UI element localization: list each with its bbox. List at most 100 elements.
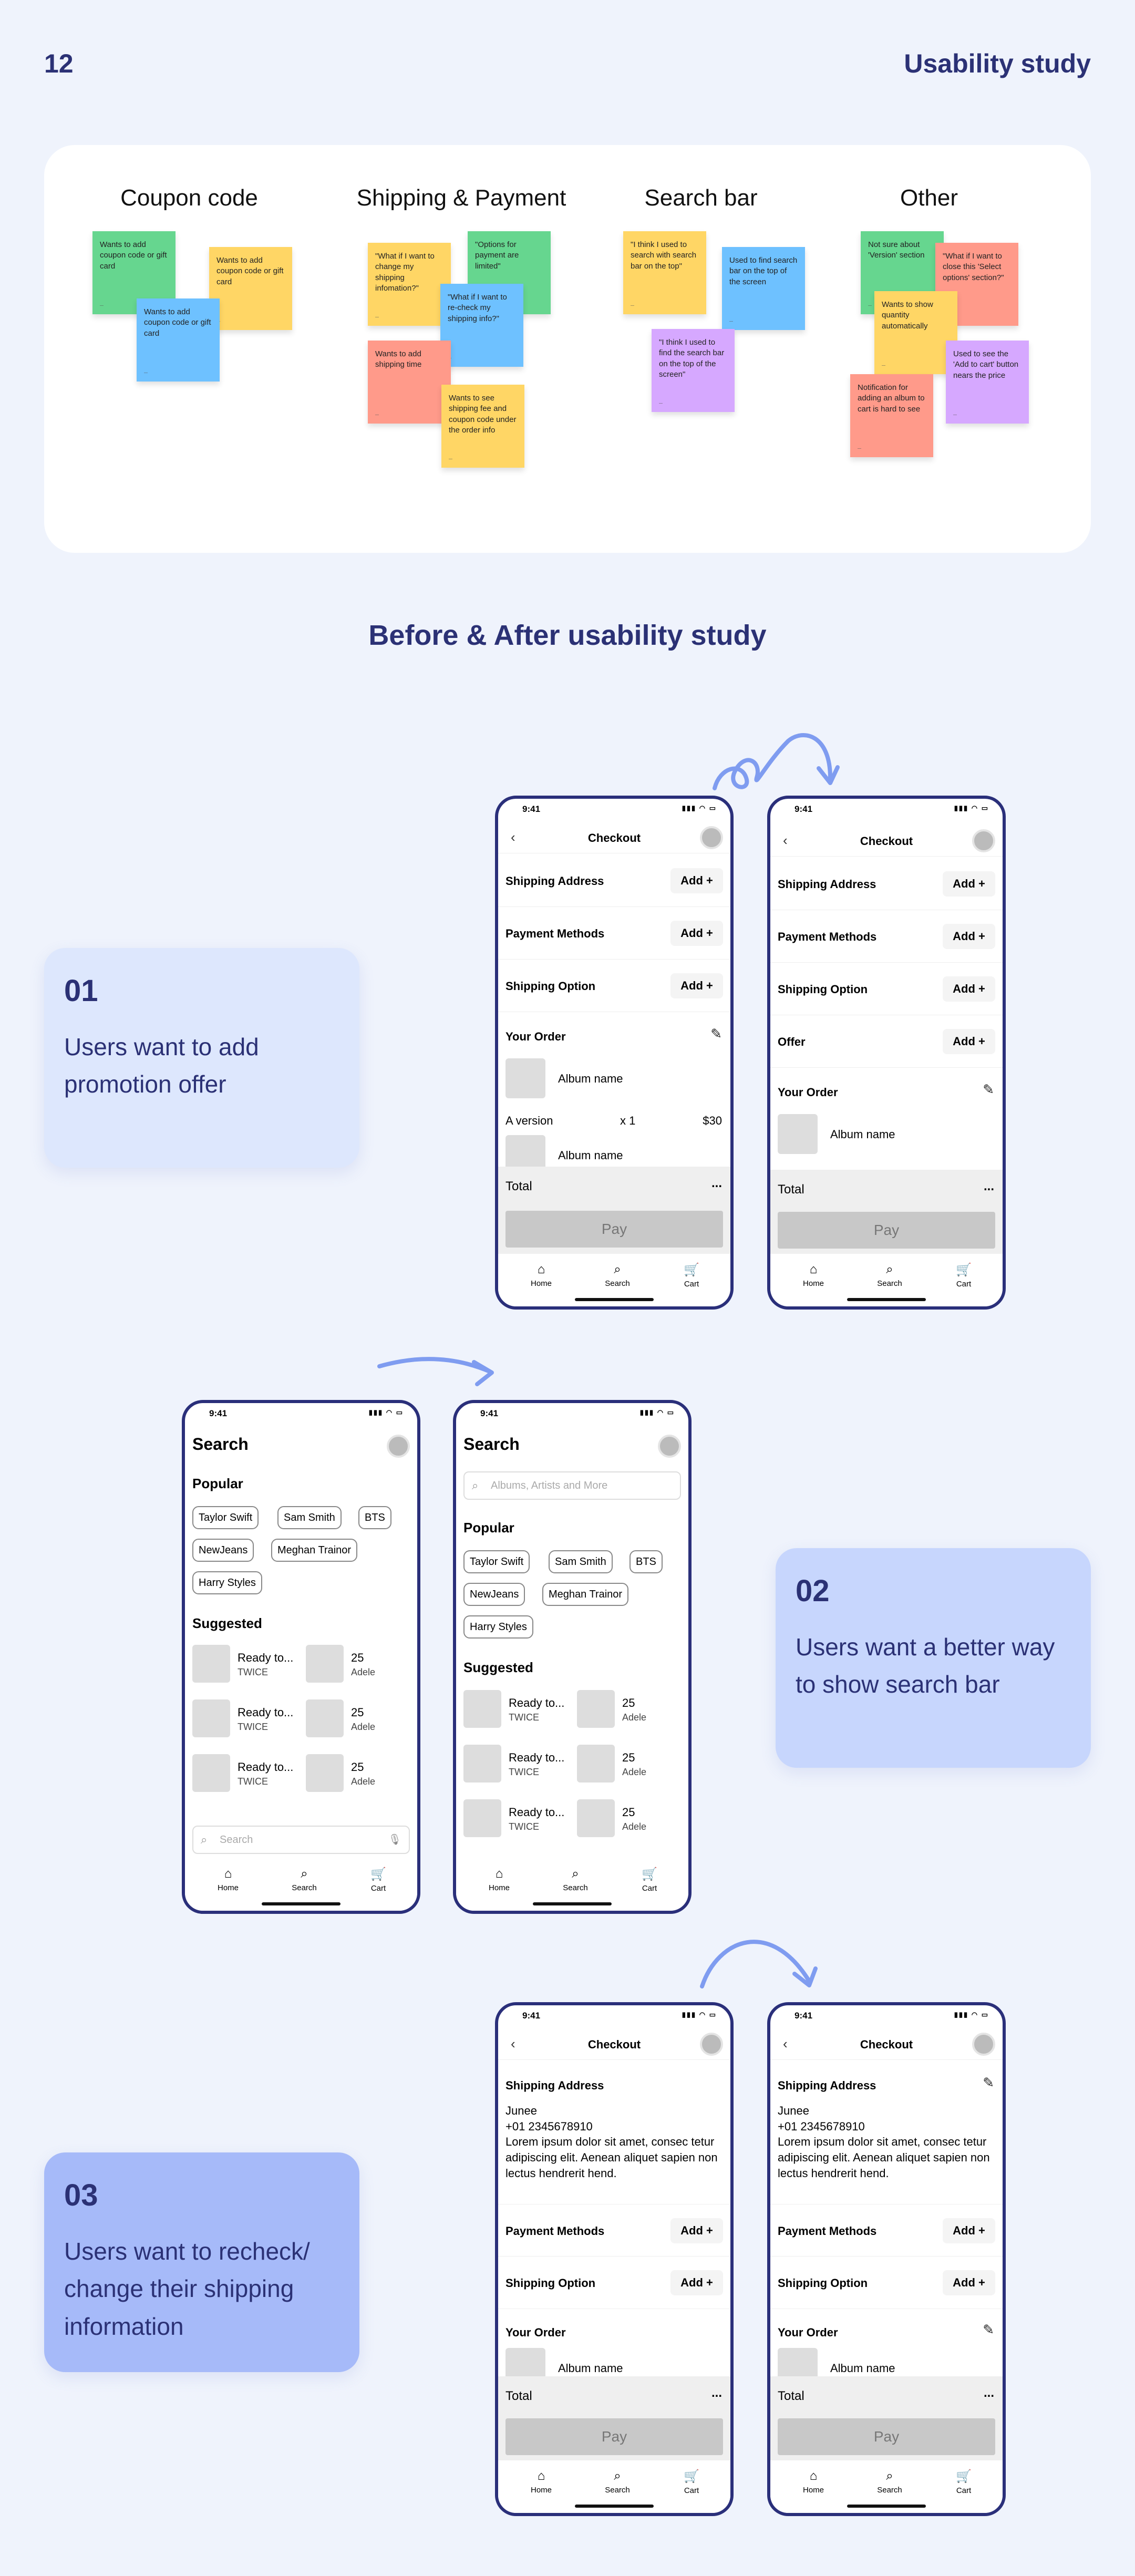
tab-search[interactable]: ⌕Search: [591, 2469, 644, 2495]
suggest-thumbnail[interactable]: [192, 1645, 230, 1683]
search-input[interactable]: ⌕ Albums, Artists and More: [463, 1471, 681, 1500]
add-button[interactable]: Add +: [943, 2270, 995, 2295]
suggest-title: 25: [351, 1651, 364, 1664]
tab-cart[interactable]: 🛒Cart: [352, 1867, 405, 1893]
chip[interactable]: Sam Smith: [277, 1506, 342, 1529]
chip[interactable]: Taylor Swift: [192, 1506, 259, 1529]
avatar[interactable]: [972, 829, 995, 852]
avatar[interactable]: [972, 2033, 995, 2056]
pay-button[interactable]: Pay: [505, 2418, 723, 2455]
nav-bar: ‹ Checkout: [770, 825, 1003, 857]
back-icon[interactable]: ‹: [511, 829, 515, 845]
chip[interactable]: Taylor Swift: [463, 1550, 530, 1573]
cart-icon: 🛒: [956, 1263, 972, 1277]
suggest-thumbnail[interactable]: [306, 1699, 344, 1737]
chip[interactable]: Meghan Trainor: [542, 1583, 629, 1606]
tab-cart[interactable]: 🛒Cart: [937, 2469, 990, 2495]
tab-search[interactable]: ⌕Search: [278, 1867, 331, 1892]
tab-home[interactable]: ⌂Home: [473, 1867, 525, 1892]
sticky-note: Notification for adding an album to cart…: [850, 374, 933, 457]
suggest-thumbnail[interactable]: [192, 1754, 230, 1792]
pencil-icon[interactable]: ✎: [983, 2075, 994, 2090]
add-button[interactable]: Add +: [943, 871, 995, 897]
tab-search[interactable]: ⌕Search: [591, 1262, 644, 1288]
suggest-thumbnail[interactable]: [463, 1690, 501, 1728]
back-icon[interactable]: ‹: [783, 832, 788, 848]
pencil-icon[interactable]: ✎: [983, 1081, 994, 1097]
add-button[interactable]: Add +: [670, 921, 723, 946]
tab-cart[interactable]: 🛒Cart: [665, 1262, 718, 1289]
pay-button[interactable]: Pay: [505, 1211, 723, 1248]
back-icon[interactable]: ‹: [511, 2036, 515, 2052]
more-icon[interactable]: ...: [711, 2386, 722, 2400]
tab-cart[interactable]: 🛒Cart: [623, 1867, 676, 1893]
add-button[interactable]: Add +: [943, 1029, 995, 1054]
tab-home[interactable]: ⌂Home: [202, 1867, 254, 1892]
album-name: Album name: [830, 2362, 895, 2375]
tab-home[interactable]: ⌂Home: [787, 1262, 840, 1288]
page-title: Usability study: [904, 49, 1091, 78]
add-button[interactable]: Add +: [943, 2218, 995, 2243]
sticky-note: "What if I want to re-check my shipping …: [440, 284, 523, 367]
back-icon[interactable]: ‹: [783, 2036, 788, 2052]
microphone-icon[interactable]: 🎙: [388, 1834, 401, 1846]
more-icon[interactable]: ...: [711, 1176, 722, 1190]
add-button[interactable]: Add +: [943, 924, 995, 949]
search-input[interactable]: ⌕ Search 🎙: [192, 1826, 410, 1854]
avatar[interactable]: [658, 1435, 681, 1458]
status-icons: ▮▮▮ ◠ ▭: [682, 804, 717, 812]
pay-button[interactable]: Pay: [778, 1212, 995, 1249]
group-title-shipping-payment: Shipping & Payment: [356, 185, 566, 211]
chip[interactable]: Harry Styles: [192, 1571, 262, 1594]
add-button[interactable]: Add +: [943, 976, 995, 1002]
add-button[interactable]: Add +: [670, 868, 723, 893]
avatar[interactable]: [700, 2033, 723, 2056]
chip[interactable]: Harry Styles: [463, 1615, 533, 1639]
pencil-icon[interactable]: ✎: [710, 1026, 722, 1042]
chip[interactable]: Meghan Trainor: [271, 1539, 358, 1562]
suggest-thumbnail[interactable]: [192, 1699, 230, 1737]
search-icon: ⌕: [201, 1833, 208, 1846]
more-icon[interactable]: ...: [983, 1179, 994, 1193]
avatar[interactable]: [700, 826, 723, 849]
tab-bar: ⌂Home ⌕Search 🛒Cart: [185, 1858, 417, 1911]
ship-name: Junee: [505, 2104, 537, 2117]
suggest-thumbnail[interactable]: [463, 1745, 501, 1782]
suggest-thumbnail[interactable]: [306, 1645, 344, 1683]
more-icon[interactable]: ...: [983, 2386, 994, 2400]
search-page-title: Search: [463, 1435, 520, 1454]
suggest-thumbnail[interactable]: [306, 1754, 344, 1792]
total-bar: Total ... Pay: [498, 2376, 730, 2467]
sticky-note: Wants to show quantity automatically—: [874, 291, 957, 374]
tab-cart[interactable]: 🛒Cart: [665, 2469, 718, 2495]
search-icon: ⌕: [614, 2469, 621, 2483]
chip[interactable]: Sam Smith: [549, 1550, 613, 1573]
suggest-artist: Adele: [351, 1776, 376, 1787]
tab-bar: ⌂Home ⌕Search 🛒Cart: [498, 2460, 730, 2513]
avatar[interactable]: [387, 1435, 410, 1458]
tab-home[interactable]: ⌂Home: [787, 2469, 840, 2495]
suggest-thumbnail[interactable]: [463, 1799, 501, 1837]
finding-number: 01: [64, 974, 98, 1008]
add-button[interactable]: Add +: [670, 2270, 723, 2295]
tab-search[interactable]: ⌕Search: [863, 2469, 916, 2495]
pay-button[interactable]: Pay: [778, 2418, 995, 2455]
chip[interactable]: BTS: [630, 1550, 663, 1573]
add-button[interactable]: Add +: [670, 2218, 723, 2243]
chip[interactable]: NewJeans: [463, 1583, 525, 1606]
suggest-thumbnail[interactable]: [577, 1799, 615, 1837]
tab-cart[interactable]: 🛒Cart: [937, 1262, 990, 1289]
tab-home[interactable]: ⌂Home: [515, 1262, 567, 1288]
tab-home[interactable]: ⌂Home: [515, 2469, 567, 2495]
suggest-thumbnail[interactable]: [577, 1745, 615, 1782]
suggest-thumbnail[interactable]: [577, 1690, 615, 1728]
chip[interactable]: BTS: [358, 1506, 391, 1529]
tab-search[interactable]: ⌕Search: [863, 1262, 916, 1288]
sticky-note: Wants to add coupon code or gift card—: [209, 247, 292, 330]
tab-search[interactable]: ⌕Search: [549, 1867, 602, 1892]
chip[interactable]: NewJeans: [192, 1539, 254, 1562]
add-button[interactable]: Add +: [670, 973, 723, 998]
pencil-icon[interactable]: ✎: [983, 2322, 994, 2337]
status-bar: 9:41▮▮▮ ◠ ▭: [522, 2011, 717, 2021]
